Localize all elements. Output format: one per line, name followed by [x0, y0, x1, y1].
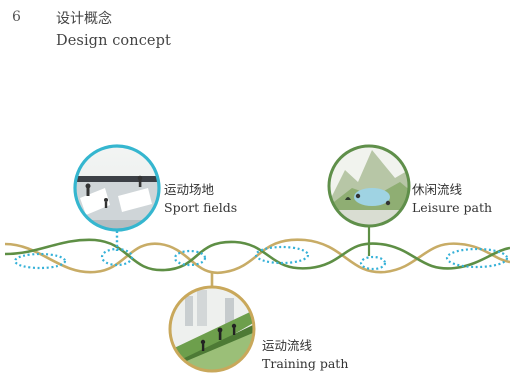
training-path-label: 运动流线 Training path: [262, 337, 348, 373]
dotted-ellipse: [254, 245, 310, 265]
section-number: 6: [12, 9, 21, 25]
green-path-line: [4, 238, 510, 272]
dotted-ellipse: [13, 252, 67, 270]
leisure-path-label-en: Leisure path: [412, 200, 493, 215]
sport-fields-label-zh: 运动场地: [164, 182, 215, 197]
sport-fields-label-en: Sport fields: [164, 200, 238, 215]
training-path-label-zh: 运动流线: [262, 338, 313, 353]
leisure-path-label: 休闲流线 Leisure path: [412, 181, 492, 217]
dotted-field-markers: [13, 245, 509, 271]
training-path-node: [168, 285, 256, 373]
section-title-en: Design concept: [56, 33, 171, 49]
section-title-zh: 设计概念: [56, 11, 112, 27]
training-path-label-en: Training path: [262, 356, 349, 371]
leisure-path-node: [327, 144, 411, 228]
leisure-path-label-zh: 休闲流线: [412, 182, 463, 197]
dotted-ellipse: [100, 247, 134, 267]
sport-fields-node: [73, 144, 161, 232]
sport-fields-label: 运动场地 Sport fields: [164, 181, 237, 217]
dotted-ellipse: [445, 247, 509, 269]
dotted-ellipse: [173, 249, 207, 267]
dotted-ellipse: [359, 255, 387, 271]
